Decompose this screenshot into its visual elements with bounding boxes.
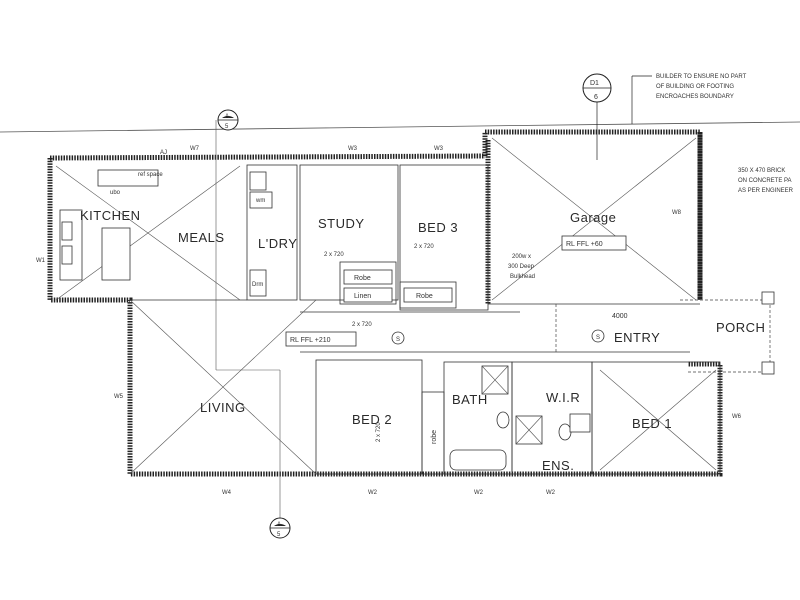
tag-w2-c: W2 [546,490,556,496]
pier-box [761,291,775,305]
tag-w5: W5 [114,394,124,400]
room-label-bath: BATH [452,392,488,407]
label-robe: Robe [354,275,371,282]
pier-box-2 [761,361,775,375]
roof-lines [55,120,717,520]
property-boundary-line [0,121,800,133]
beam-label-3: 2 x 720 [352,322,372,328]
tag-w3-b: W3 [434,146,444,152]
detail-marker-num: 6 [594,94,598,101]
section-bottom-letter: A [277,522,281,528]
tag-w3-a: W3 [348,146,358,152]
bathroom-fittings [449,365,591,471]
room-label-study: STUDY [318,216,365,231]
beam-label-1: 2 x 720 [324,252,344,258]
section-bottom-number: 5 [277,532,281,538]
smoke-label-2: S [596,335,600,341]
room-label-porch: PORCH [716,320,765,335]
note-brick-1: 350 X 470 BRICK [738,168,785,174]
main-level-box [285,331,357,347]
label-dryer: Drm [252,282,263,288]
note-builder-1: BUILDER TO ENSURE NO PART [656,74,747,80]
interior-walls [130,164,721,475]
smoke-label-1: S [396,337,400,343]
label-robe-2: Robe [416,293,433,300]
beam-label-4: 2 x 720 [376,422,382,442]
note-bulkhead-3: Bulkhead [510,274,535,280]
section-top-number: 5 [225,124,229,130]
robe-box [343,269,393,285]
room-label-bed2: BED 2 [352,412,392,427]
room-label-meals: MEALS [178,230,225,245]
tag-w2-b: W2 [474,490,484,496]
room-label-living: LIVING [200,400,246,415]
room-label-kitchen: KITCHEN [80,208,141,223]
level-main: RL FFL +210 [290,337,331,344]
tag-w7: W7 [190,146,200,152]
beam-label-2: 2 x 720 [414,244,434,250]
tag-w8: W8 [672,210,682,216]
room-label-bed3: BED 3 [418,220,458,235]
dimension-4000: 4000 [612,313,628,320]
room-label-entry: ENTRY [614,330,660,345]
room-label-ldry: L'DRY [258,236,297,251]
tag-w2: W2 [368,490,378,496]
room-label-bed1: BED 1 [632,416,672,431]
label-ref-space: ref space [138,172,163,178]
smoke-detector-2 [591,329,605,343]
smoke-detector-1 [391,331,405,345]
tag-w1: W1 [36,258,46,264]
label-ubo: ubo [110,190,121,196]
section-marker-top [217,109,239,131]
detail-marker-ref: D1 [590,80,599,87]
note-bulkhead-1: 200w x [512,254,531,260]
room-label-wir: W.I.R [546,390,580,405]
note-builder-2: OF BUILDING OR FOOTING [656,84,734,90]
tag-w6: W6 [732,414,742,420]
note-brick-2: ON CONCRETE PA [738,178,792,184]
kitchen-fittings [59,169,273,297]
tag-aj-top: AJ [160,150,167,156]
garage-level-box [561,235,627,251]
room-label-ens: ENS. [542,458,574,473]
note-brick-3: AS PER ENGINEER [738,188,794,194]
level-garage: RL FFL +60 [566,241,603,248]
label-robe-3: robe [431,430,438,444]
robe2-box [403,287,453,303]
room-label-garage: Garage [570,210,616,225]
detail-marker [582,73,612,160]
linen-box [343,287,393,303]
note-bulkhead-2: 300 Deep [508,264,535,270]
section-top-letter: A [225,114,229,120]
label-wm: wm [255,198,265,204]
tag-w4: W4 [222,490,232,496]
label-linen: Linen [354,293,371,300]
note-builder-3: ENCROACHES BOUNDARY [656,94,734,100]
section-marker-bottom [269,517,291,539]
